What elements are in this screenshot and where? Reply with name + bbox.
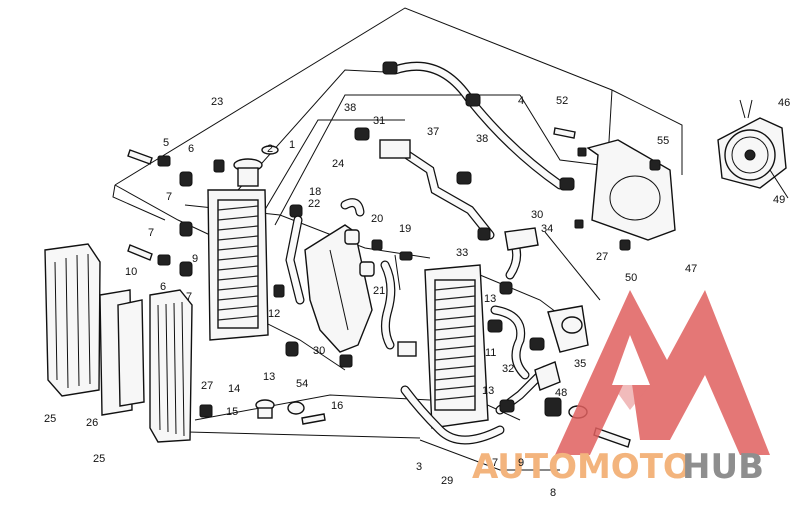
watermark-text-part2: HUB [682, 447, 764, 487]
label-21: 21 [373, 285, 385, 297]
label-7b: 7 [148, 227, 154, 239]
label-7a: 7 [166, 191, 172, 203]
label-46: 46 [778, 97, 790, 109]
label-33: 33 [456, 247, 468, 259]
label-25a: 25 [44, 413, 56, 425]
label-22: 22 [308, 198, 320, 210]
label-16: 16 [331, 400, 343, 412]
label-27a: 27 [201, 380, 213, 392]
label-31: 31 [373, 115, 385, 127]
label-24: 24 [332, 158, 344, 170]
radiator-grille-inner [149, 289, 193, 443]
label-18: 18 [309, 186, 321, 198]
label-30a: 30 [313, 345, 325, 357]
label-37: 37 [427, 126, 439, 138]
watermark-logo [555, 290, 770, 455]
label-19: 19 [399, 223, 411, 235]
label-7c: 7 [186, 291, 192, 303]
label-47: 47 [685, 263, 697, 275]
label-52: 52 [556, 95, 568, 107]
label-29: 29 [441, 475, 453, 487]
label-35: 35 [574, 358, 586, 370]
label-6a: 6 [188, 143, 194, 155]
label-10: 10 [125, 266, 137, 278]
label-11: 11 [485, 347, 496, 359]
label-3: 3 [416, 461, 422, 473]
label-7d: 7 [492, 457, 498, 469]
label-9a: 9 [192, 253, 198, 265]
coolant-hoses [354, 61, 575, 445]
label-48: 48 [555, 387, 567, 399]
right-radiator [424, 264, 489, 429]
label-32: 32 [502, 363, 514, 375]
expansion-tank [285, 198, 417, 357]
label-13c: 13 [482, 385, 494, 397]
label-8: 8 [550, 487, 556, 499]
label-15: 15 [226, 406, 238, 418]
label-50: 50 [625, 272, 637, 284]
label-13b: 13 [484, 293, 496, 305]
label-5: 5 [163, 137, 169, 149]
label-54: 54 [296, 378, 308, 390]
label-55: 55 [657, 135, 669, 147]
fan-bracket [553, 127, 676, 251]
label-4: 4 [518, 95, 524, 107]
label-1: 1 [289, 139, 295, 151]
label-2: 2 [267, 143, 273, 155]
radiator-grille-outer [44, 243, 101, 397]
label-6b: 6 [160, 281, 166, 293]
label-14: 14 [228, 383, 240, 395]
label-13a: 13 [263, 371, 275, 383]
label-49: 49 [773, 194, 785, 206]
label-38a: 38 [344, 102, 356, 114]
label-9b: 9 [518, 457, 524, 469]
label-12: 12 [268, 308, 280, 320]
label-25b: 25 [93, 453, 105, 465]
label-34: 34 [541, 223, 553, 235]
fasteners-left [127, 149, 353, 425]
label-30b: 30 [531, 209, 543, 221]
label-23: 23 [211, 96, 223, 108]
watermark-text-part1: AUTOMOTO [472, 447, 692, 487]
part-labels: 1 2 3 4 5 6 6 7 7 7 7 8 9 9 10 11 12 13 … [44, 95, 790, 499]
label-20: 20 [371, 213, 383, 225]
left-radiator [207, 145, 279, 341]
label-38b: 38 [476, 133, 488, 145]
radiator-foam-filter [99, 289, 145, 416]
cooling-fan [717, 99, 789, 199]
label-27b: 27 [596, 251, 608, 263]
label-26: 26 [86, 417, 98, 429]
